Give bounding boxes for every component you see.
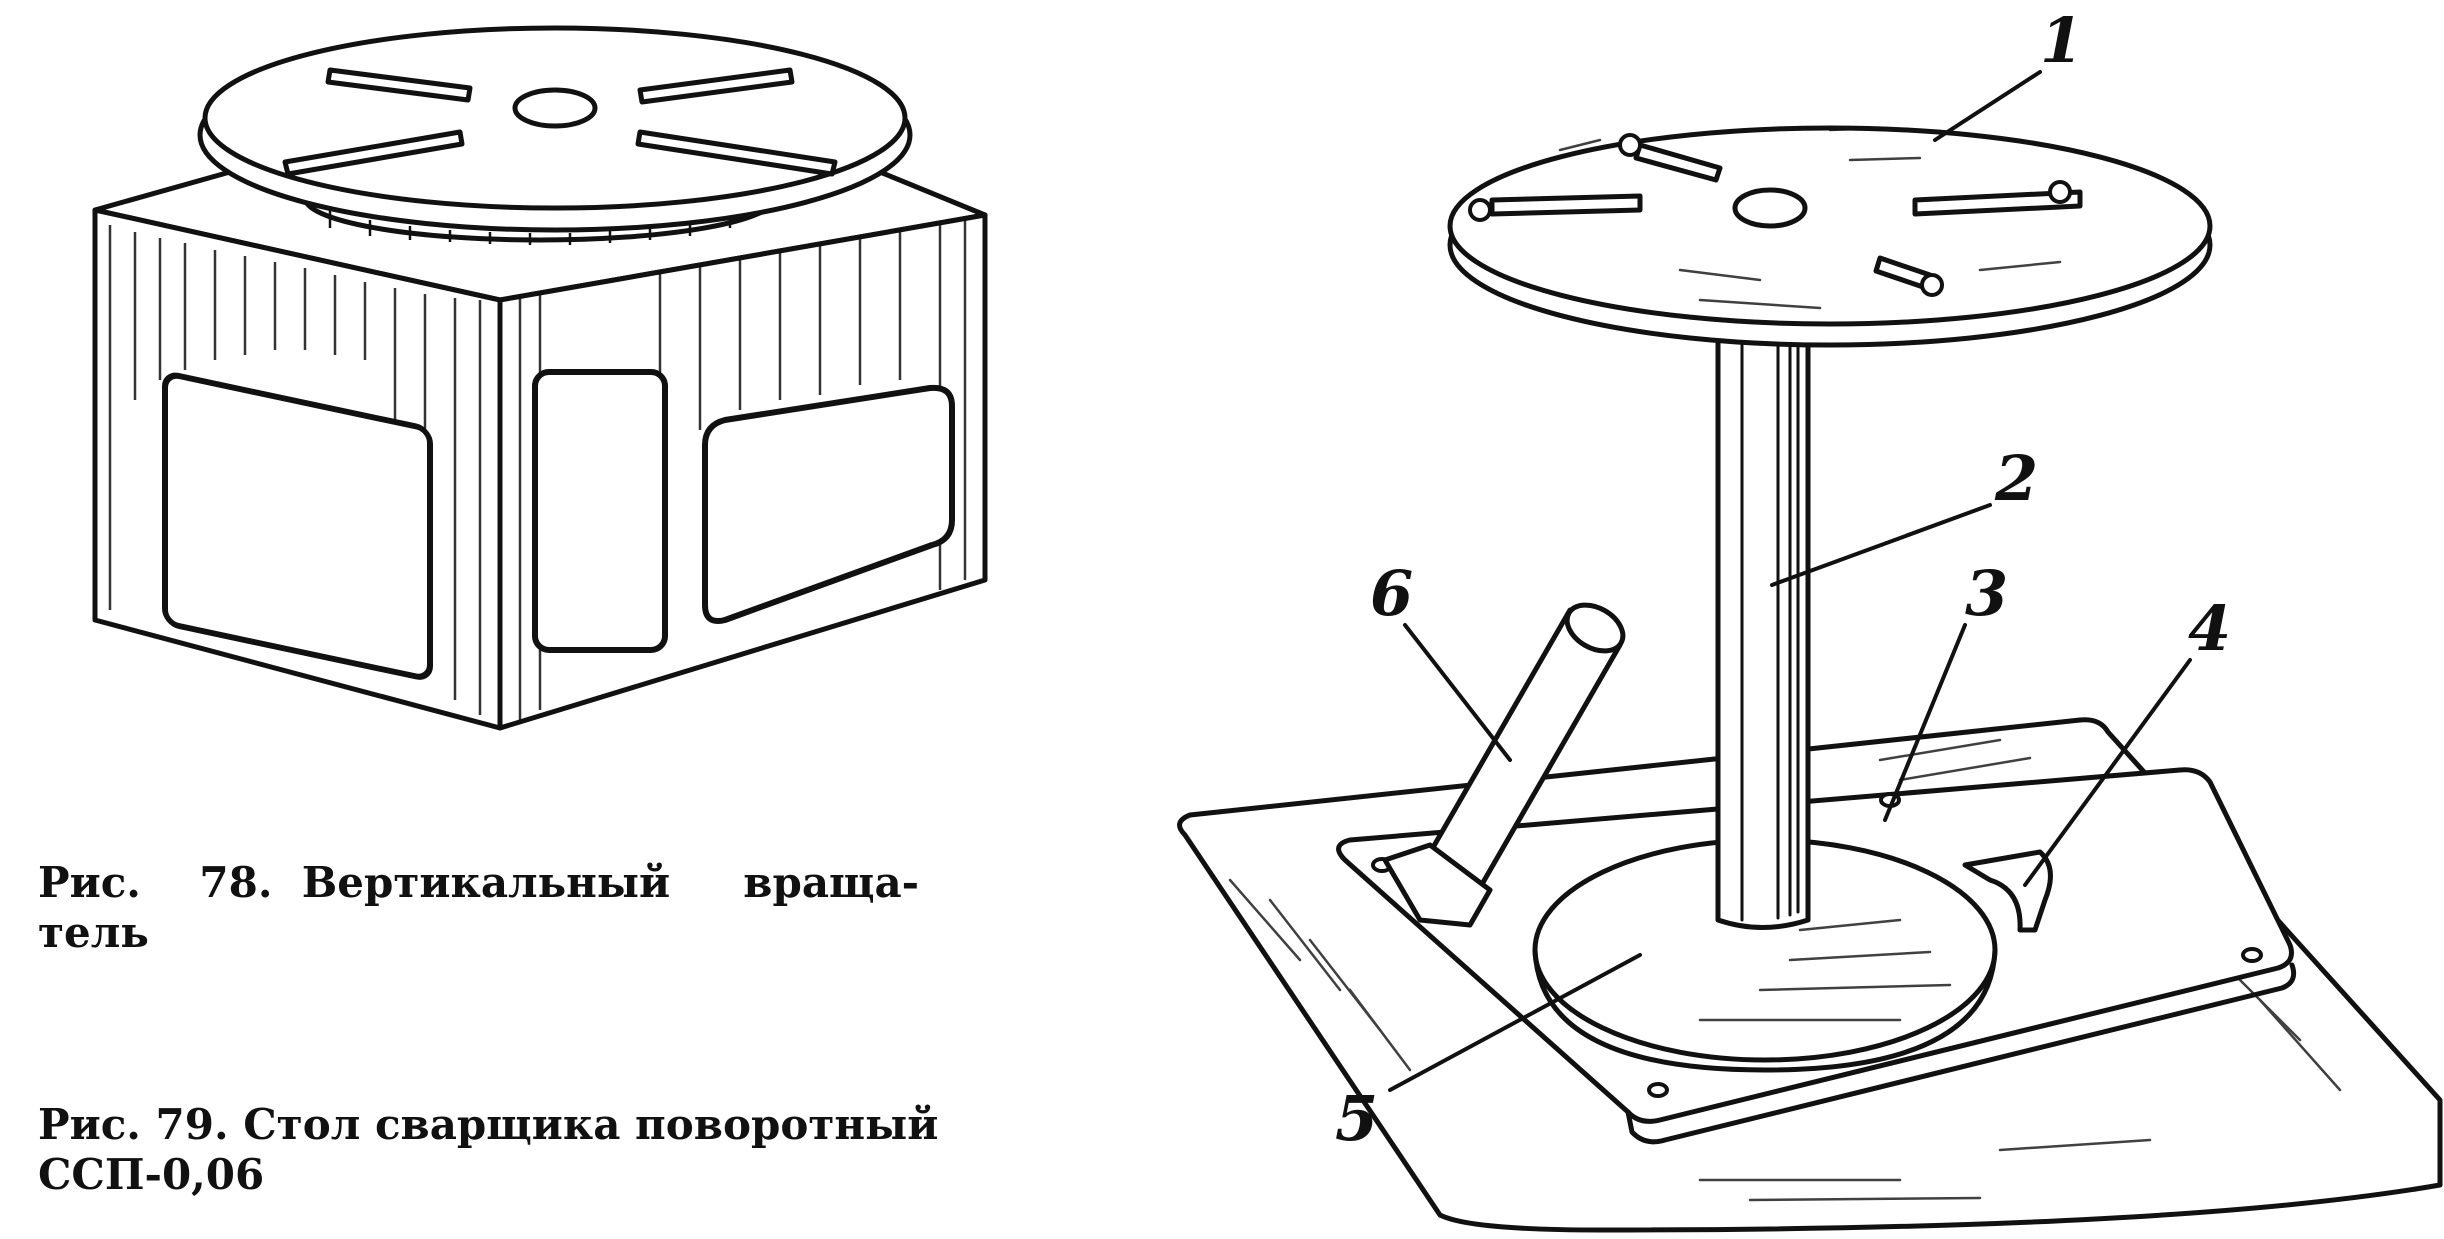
figure-78-caption-line-2: тель <box>38 908 149 957</box>
figure-79-caption-line-2: ССП-0,06 <box>38 1150 265 1199</box>
turntable-center-hole <box>512 87 598 129</box>
support-column <box>1715 337 1811 930</box>
top-plate <box>1447 125 2213 327</box>
callout-5: 5 <box>1335 1082 1378 1155</box>
callout-3: 3 <box>1965 557 2008 630</box>
figure-79-caption: Рис. 79. Стол сварщика поворотный ССП-0,… <box>38 1100 1118 1200</box>
turntable-ring-knurl <box>328 210 732 245</box>
callout-4: 4 <box>2188 592 2231 665</box>
callout-6: 6 <box>1370 557 1413 630</box>
top-plate-slots <box>1489 142 2083 291</box>
left-face-panel <box>162 372 433 680</box>
electrode-tube-mount <box>1382 842 1493 928</box>
callout-2: 2 <box>1994 442 2038 515</box>
floor-hatching <box>1228 738 2342 1202</box>
turntable-t-slots <box>282 67 838 177</box>
right-face-panel-narrow <box>532 369 668 653</box>
stop-lever <box>1962 849 2053 933</box>
rotating-base-disc-edge <box>1532 947 1998 1073</box>
top-plate-center-hole <box>1732 187 1808 229</box>
right-face-panel-wide <box>702 384 955 624</box>
callout-leaders <box>1388 70 2192 1092</box>
top-plate-hatching <box>1558 126 2062 310</box>
vertical-rotator-drawing <box>92 25 988 731</box>
figure-79-caption-line-1: Рис. 79. Стол сварщика поворотный <box>38 1100 939 1149</box>
column-shading <box>1740 343 1800 922</box>
disc-hatching <box>1698 918 1952 1022</box>
figure-78-caption: Рис. 78. Вертикальный вращa- тель <box>38 858 1078 958</box>
top-plate-bolts <box>1468 133 2072 297</box>
electrode-tube-mouth <box>1564 602 1626 654</box>
base-plate-edge <box>1625 962 2297 1145</box>
callout-1: 1 <box>2040 4 2083 77</box>
figure-78-caption-line-1: Рис. 78. Вертикальный вращa- <box>38 858 920 907</box>
